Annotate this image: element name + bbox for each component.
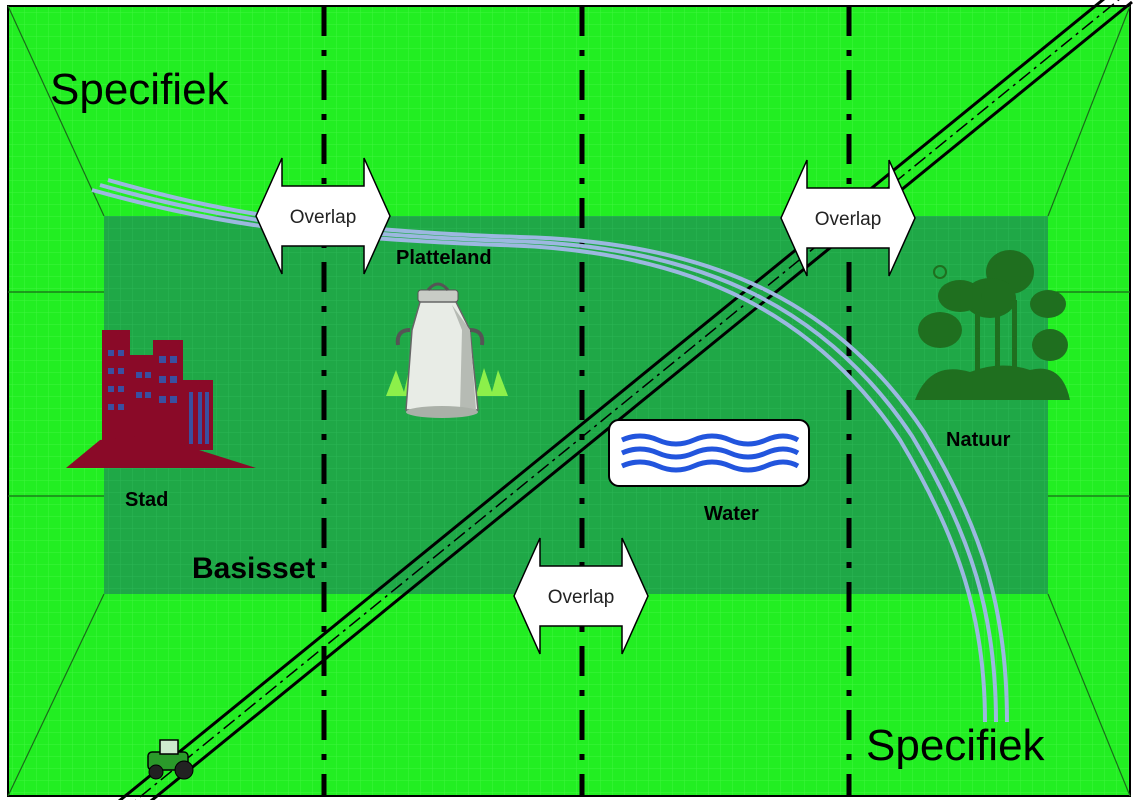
overlap-label: Overlap bbox=[815, 209, 882, 230]
water-waves-icon bbox=[608, 419, 810, 487]
diagonal-road bbox=[117, 0, 1133, 800]
city-buildings-icon bbox=[66, 330, 256, 468]
milk-can-icon bbox=[386, 282, 508, 418]
label-platteland: Platteland bbox=[396, 247, 492, 269]
tree-nature-icon bbox=[915, 250, 1070, 400]
label-natuur: Natuur bbox=[946, 429, 1011, 451]
label-stad: Stad bbox=[125, 489, 168, 511]
overlap-label: Overlap bbox=[290, 207, 357, 228]
label-water: Water bbox=[704, 503, 759, 525]
tractor-icon bbox=[147, 739, 194, 780]
overlap-arrow-3: Overlap bbox=[513, 537, 649, 655]
overlap-arrow-1: Overlap bbox=[255, 157, 391, 275]
perspective-lines bbox=[7, 5, 1131, 797]
label-specifiek-bottom: Specifiek bbox=[866, 721, 1046, 770]
overlap-label: Overlap bbox=[548, 587, 615, 608]
vertical-dividers bbox=[321, 6, 852, 796]
label-basisset: Basisset bbox=[192, 552, 315, 585]
overlap-arrow-2: Overlap bbox=[780, 159, 916, 277]
label-specifiek-top: Specifiek bbox=[50, 65, 230, 114]
